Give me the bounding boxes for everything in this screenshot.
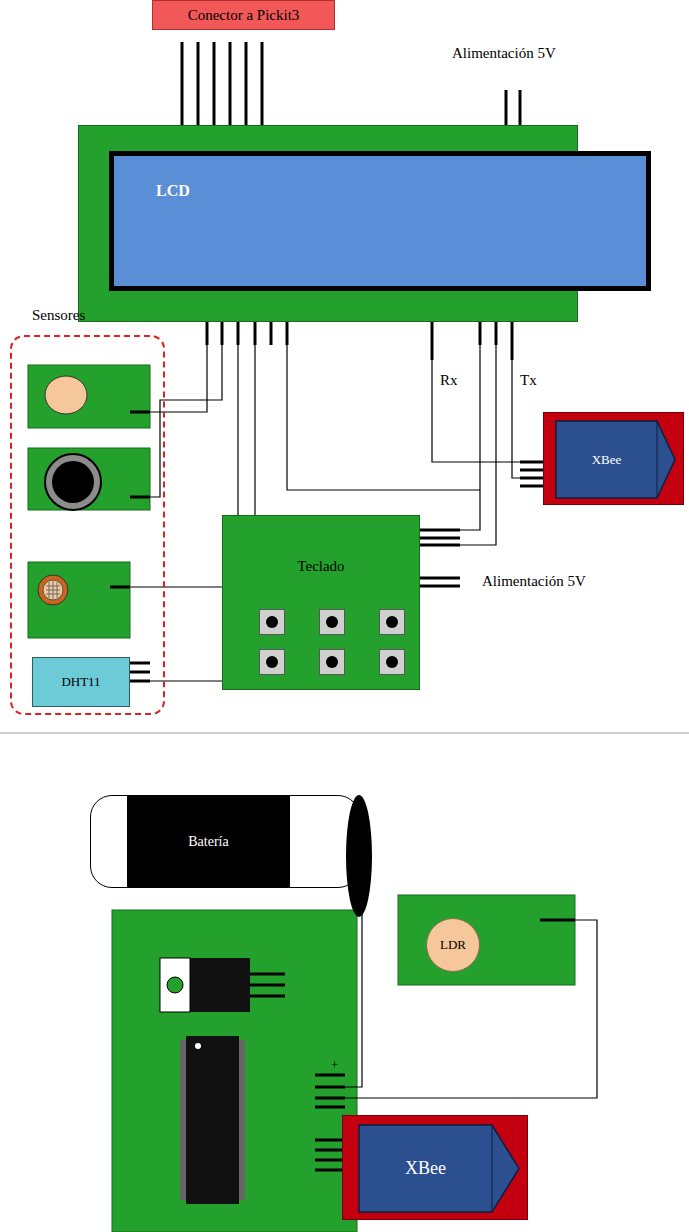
wire bbox=[512, 322, 543, 478]
signal-label: Alimentación 5V bbox=[452, 45, 556, 62]
signal-label: Rx bbox=[440, 372, 458, 389]
separator bbox=[0, 732, 689, 734]
xbee-body bbox=[359, 1125, 519, 1212]
xbee-text-box: XBee bbox=[556, 421, 657, 498]
signal-label: + bbox=[331, 1057, 338, 1073]
key-dot bbox=[266, 616, 278, 628]
signal-label: Tx bbox=[520, 372, 537, 389]
key-button bbox=[259, 649, 285, 675]
lcd-board: LCD bbox=[78, 125, 578, 322]
radio-module: XBee bbox=[543, 412, 684, 505]
xbee-text-box: XBee bbox=[359, 1125, 492, 1212]
battery: Batería bbox=[90, 795, 374, 917]
xbee-label: XBee bbox=[592, 452, 622, 468]
sensor-label: DHT11 bbox=[61, 674, 100, 690]
group-heading: Sensores bbox=[32, 307, 85, 323]
key-dot bbox=[326, 616, 338, 628]
lcd-label: LCD bbox=[156, 182, 190, 199]
battery-label: Batería bbox=[188, 834, 228, 850]
module-pins bbox=[418, 462, 545, 586]
ldr-label: LDR bbox=[440, 937, 466, 953]
key-dot bbox=[326, 656, 338, 668]
connector-label: Conector a Pickit3 bbox=[188, 7, 300, 24]
wire bbox=[420, 322, 496, 545]
keypad-text-box: Teclado bbox=[223, 554, 419, 578]
key-button bbox=[319, 649, 345, 675]
signal-label: Alimentación 5V bbox=[482, 573, 586, 590]
key-dot bbox=[386, 656, 398, 668]
key-button bbox=[379, 609, 405, 635]
remote-board bbox=[112, 895, 597, 1232]
battery-text-box: Batería bbox=[127, 795, 290, 888]
ldr-text-box: LDR bbox=[427, 919, 479, 971]
wire bbox=[432, 322, 543, 462]
keypad-board: Teclado bbox=[222, 515, 420, 690]
wire bbox=[420, 322, 480, 530]
key-dot bbox=[266, 656, 278, 668]
sensor-text-box: DHT11 bbox=[33, 658, 129, 706]
battery-cap bbox=[346, 795, 372, 917]
key-button bbox=[379, 649, 405, 675]
key-button bbox=[259, 609, 285, 635]
lcd-screen: LCD bbox=[109, 151, 651, 291]
group-heading-box: Sensores bbox=[32, 306, 85, 324]
sensor-boards bbox=[28, 365, 150, 681]
xbee-body bbox=[556, 421, 675, 498]
sensor-box: DHT11 bbox=[32, 657, 130, 707]
sensor-group: SensoresDHT11 bbox=[10, 335, 165, 715]
keypad-label: Teclado bbox=[297, 558, 344, 575]
ldr-sensor: LDR bbox=[426, 918, 480, 972]
xbee-label: XBee bbox=[405, 1158, 446, 1179]
radio-module: XBee bbox=[342, 1115, 528, 1220]
connector-text-box: Conector a Pickit3 bbox=[153, 1, 334, 29]
xbee-edge bbox=[492, 1125, 493, 1212]
connector-box: Conector a Pickit3 bbox=[152, 0, 335, 30]
key-dot bbox=[386, 616, 398, 628]
lcd-text-box: LCD bbox=[156, 182, 190, 200]
battery-band: Batería bbox=[127, 795, 290, 888]
xbee-edge bbox=[657, 421, 658, 498]
key-button bbox=[319, 609, 345, 635]
